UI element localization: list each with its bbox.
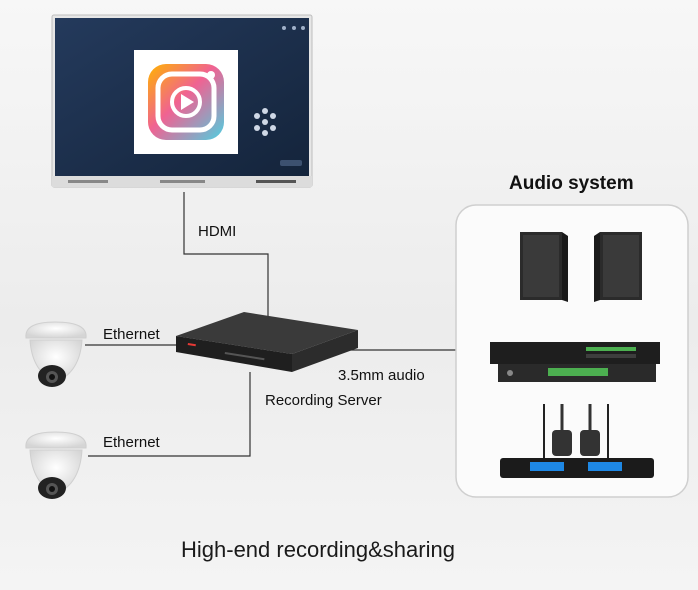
app-play-icon: [134, 50, 238, 154]
radial-menu-icon: [254, 108, 276, 136]
recording-server-icon: [176, 312, 358, 372]
dome-camera-top-icon: [25, 321, 87, 387]
audio-processor-icon: [490, 342, 660, 382]
wireless-mic-icon: [500, 404, 654, 478]
dome-camera-bottom-icon: [25, 431, 87, 499]
caption: High-end recording&sharing: [181, 537, 455, 562]
audio-35mm-label: 3.5mm audio: [338, 367, 425, 384]
speaker-right-icon: [594, 232, 642, 302]
ethernet-bottom-label: Ethernet: [103, 434, 160, 451]
speaker-left-icon: [520, 232, 568, 302]
hdmi-label: HDMI: [198, 223, 237, 240]
ethernet-line-bottom: [88, 372, 251, 457]
recording-server-label: Recording Server: [265, 392, 382, 409]
ethernet-top-label: Ethernet: [103, 326, 160, 343]
hdmi-line: [183, 192, 269, 318]
audio-system-title: Audio system: [509, 173, 634, 194]
